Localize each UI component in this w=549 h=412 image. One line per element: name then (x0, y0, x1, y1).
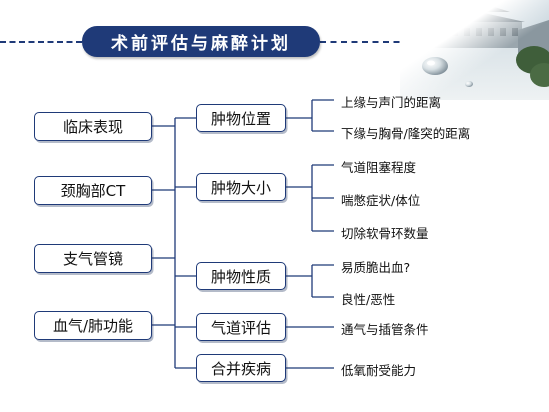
detail-ventilation-intubation: 通气与插管条件 (341, 322, 429, 337)
category-tumor-location: 肿物位置 (196, 104, 286, 132)
detail-lower-edge-distance: 下缘与胸骨/隆突的距离 (341, 126, 471, 141)
detail-hypoxia-tolerance: 低氧耐受能力 (341, 363, 417, 378)
detail-benign-malignant: 良性/恶性 (341, 292, 396, 307)
detail-upper-edge-distance: 上缘与声门的距离 (341, 95, 442, 110)
category-tumor-nature: 肿物性质 (196, 262, 286, 290)
page-title: 术前评估与麻醉计划 (82, 26, 320, 57)
detail-airway-obstruction: 气道阻塞程度 (341, 160, 417, 175)
category-tumor-size: 肿物大小 (196, 173, 286, 201)
left-item-neck-chest-ct: 颈胸部CT (34, 176, 152, 205)
detail-cartilage-rings: 切除软骨环数量 (341, 226, 429, 241)
category-comorbidities: 合并疾病 (196, 354, 286, 382)
detail-bleeding-risk: 易质脆出血? (341, 260, 411, 275)
category-airway-assessment: 气道评估 (196, 313, 286, 341)
detail-dyspnea-position: 喘憋症状/体位 (341, 193, 421, 208)
left-item-clinical: 临床表现 (34, 112, 152, 141)
header-dashed-line-right (320, 41, 410, 43)
left-item-blood-gas-lung-function: 血气/肺功能 (34, 311, 152, 340)
left-item-bronchoscopy: 支气管镜 (34, 244, 152, 273)
header-dashed-line-left (0, 41, 82, 43)
campus-building-image (400, 0, 549, 100)
